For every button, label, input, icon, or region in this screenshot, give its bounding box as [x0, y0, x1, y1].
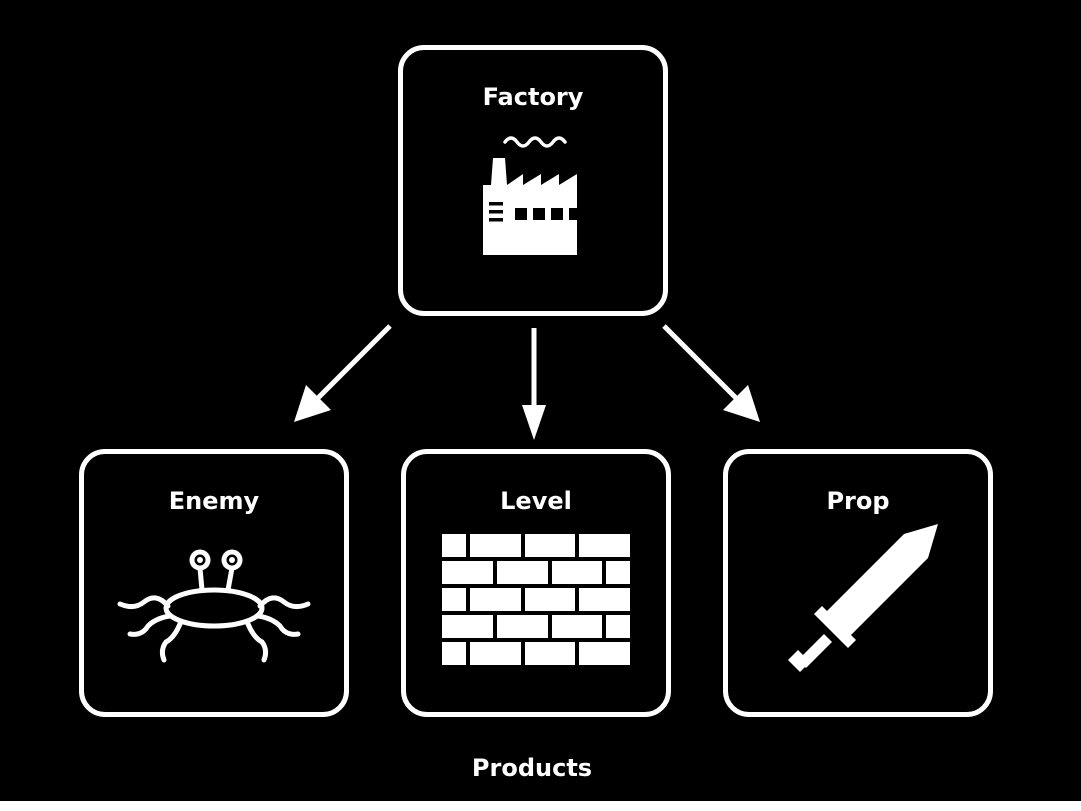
factory-icon: [483, 136, 581, 255]
arrow-factory-to-prop: [662, 324, 760, 422]
arrow-factory-to-level: [522, 328, 546, 440]
brick-wall-icon: [442, 534, 630, 665]
arrow-factory-to-enemy: [294, 324, 392, 422]
products-group-label: Products: [471, 754, 593, 782]
flying-spaghetti-monster-icon: [117, 549, 311, 663]
enemy-node: Enemy: [79, 449, 349, 717]
prop-node: Prop: [723, 449, 993, 717]
sword-icon: [788, 524, 938, 672]
enemy-label: Enemy: [168, 487, 260, 515]
factory-node: Factory: [398, 45, 668, 316]
factory-label: Factory: [482, 83, 584, 111]
prop-label: Prop: [826, 487, 890, 515]
level-label: Level: [500, 487, 572, 515]
level-node: Level: [401, 449, 671, 717]
